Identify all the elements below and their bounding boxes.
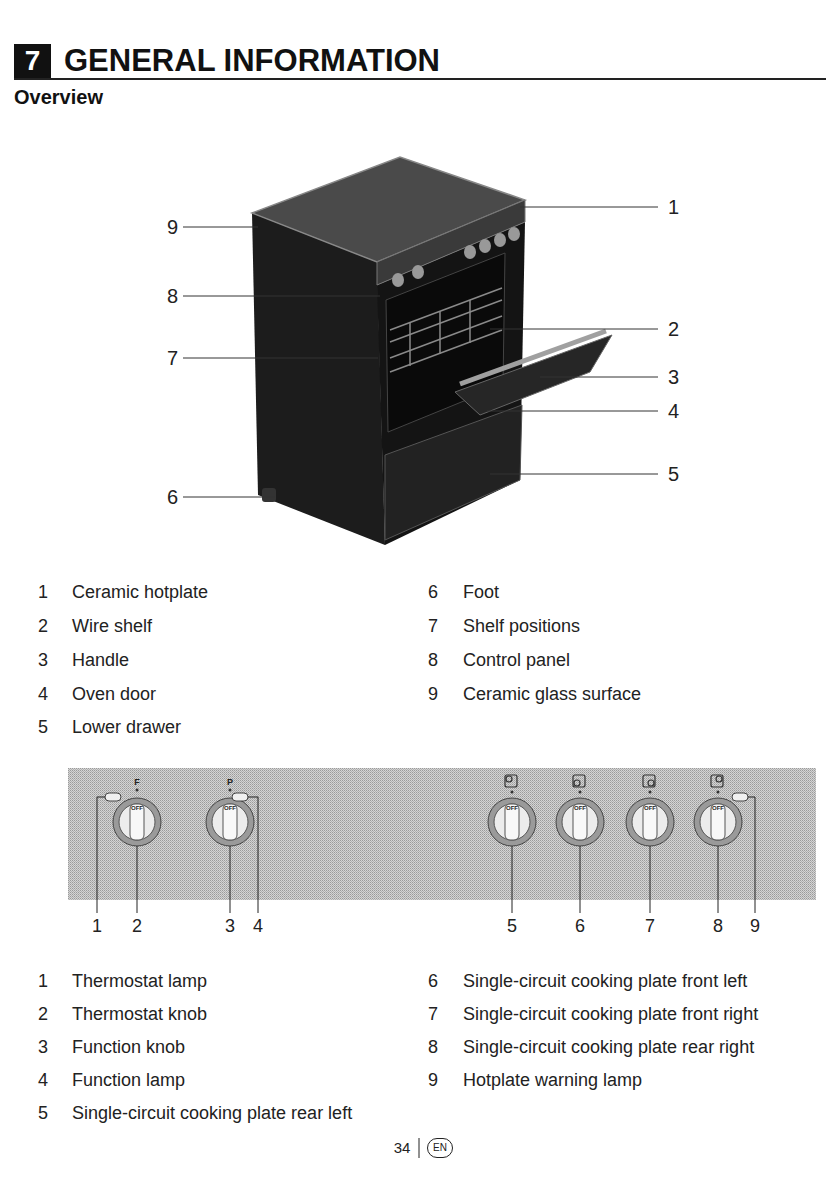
key-text: Handle: [72, 650, 129, 672]
knob: [392, 273, 404, 287]
key-text: Single-circuit cooking plate rear left: [72, 1103, 352, 1125]
knob-marking: OFF: [644, 805, 656, 812]
callout-number: 4: [668, 399, 679, 423]
panel-leader-lines: [97, 797, 755, 913]
control-panel: [68, 768, 816, 900]
callout-number: 1: [668, 195, 679, 219]
knob-marking: F: [134, 777, 140, 788]
dots: [136, 789, 720, 794]
side-panel: [252, 213, 385, 545]
footer-separator: [419, 1138, 420, 1158]
knob-marking: OFF: [131, 805, 143, 812]
callout-number: 7: [167, 346, 178, 370]
wire-shelf: [390, 288, 502, 372]
key-number: 3: [38, 1037, 48, 1059]
key-text: Control panel: [463, 650, 570, 672]
key-text: Oven door: [72, 684, 156, 706]
callout-number: 6: [575, 916, 585, 938]
callout-number: 5: [507, 916, 517, 938]
key-text: Lower drawer: [72, 717, 181, 739]
knobs: [113, 798, 742, 846]
knob: [412, 265, 424, 279]
key-text: Single-circuit cooking plate front left: [463, 971, 747, 993]
key-number: 4: [38, 1070, 48, 1092]
hob-symbols: [505, 775, 723, 787]
knob-marking: OFF: [574, 805, 586, 812]
callout-number: 9: [167, 215, 178, 239]
callout-number: 4: [253, 916, 263, 938]
key-text: Shelf positions: [463, 616, 580, 638]
key-number: 5: [38, 717, 48, 739]
leader-lines: [183, 207, 658, 497]
cooker-drawing: [252, 157, 612, 545]
knob-marking: P: [227, 777, 233, 788]
callout-number: 7: [645, 916, 655, 938]
knob-marking: OFF: [224, 805, 236, 812]
node-text: EN: [433, 1143, 447, 1153]
subheading: Overview: [14, 85, 103, 109]
key-number: 8: [428, 650, 438, 672]
key-number: 9: [428, 684, 438, 706]
key-text: Ceramic glass surface: [463, 684, 641, 706]
ceramic-top: [252, 157, 525, 262]
key-number: 3: [38, 650, 48, 672]
key-text: Thermostat knob: [72, 1004, 207, 1026]
language-badge: EN: [427, 1138, 453, 1158]
key-number: 5: [38, 1103, 48, 1125]
callout-number: 6: [167, 485, 178, 509]
callout-number: 9: [750, 916, 760, 938]
callout-number: 5: [668, 462, 679, 486]
key-number: 1: [38, 971, 48, 993]
lamps: [105, 793, 748, 801]
section-title: GENERAL INFORMATION: [64, 42, 440, 79]
knob-marking: OFF: [506, 805, 518, 812]
callout-number: 3: [668, 365, 679, 389]
knob: [479, 239, 491, 253]
key-number: 8: [428, 1037, 438, 1059]
key-number: 6: [428, 582, 438, 604]
key-number: 1: [38, 582, 48, 604]
foot: [262, 488, 276, 502]
page-number: 34: [394, 1139, 411, 1157]
callout-number: 2: [132, 916, 142, 938]
callout-number: 3: [225, 916, 235, 938]
key-text: Hotplate warning lamp: [463, 1070, 642, 1092]
key-number: 4: [38, 684, 48, 706]
key-text: Function knob: [72, 1037, 185, 1059]
knob: [494, 233, 506, 247]
key-text: Ceramic hotplate: [72, 582, 208, 604]
knob: [508, 227, 520, 241]
key-number: 7: [428, 1004, 438, 1026]
key-number: 6: [428, 971, 438, 993]
key-text: Foot: [463, 582, 499, 604]
callout-number: 8: [713, 916, 723, 938]
key-number: 7: [428, 616, 438, 638]
lower-drawer: [385, 405, 522, 540]
key-number: 9: [428, 1070, 438, 1092]
knob: [464, 245, 476, 259]
knob-marking: OFF: [712, 805, 724, 812]
key-text: Function lamp: [72, 1070, 185, 1092]
chapter-number-box: 7: [14, 44, 51, 78]
node-text: 7: [25, 47, 41, 75]
key-text: Wire shelf: [72, 616, 152, 638]
key-text: Single-circuit cooking plate rear right: [463, 1037, 754, 1059]
key-text: Single-circuit cooking plate front right: [463, 1004, 758, 1026]
callout-number: 2: [668, 317, 679, 341]
callout-number: 8: [167, 284, 178, 308]
key-text: Thermostat lamp: [72, 971, 207, 993]
key-number: 2: [38, 1004, 48, 1026]
key-number: 2: [38, 616, 48, 638]
callout-number: 1: [92, 916, 102, 938]
door-handle: [460, 331, 606, 384]
